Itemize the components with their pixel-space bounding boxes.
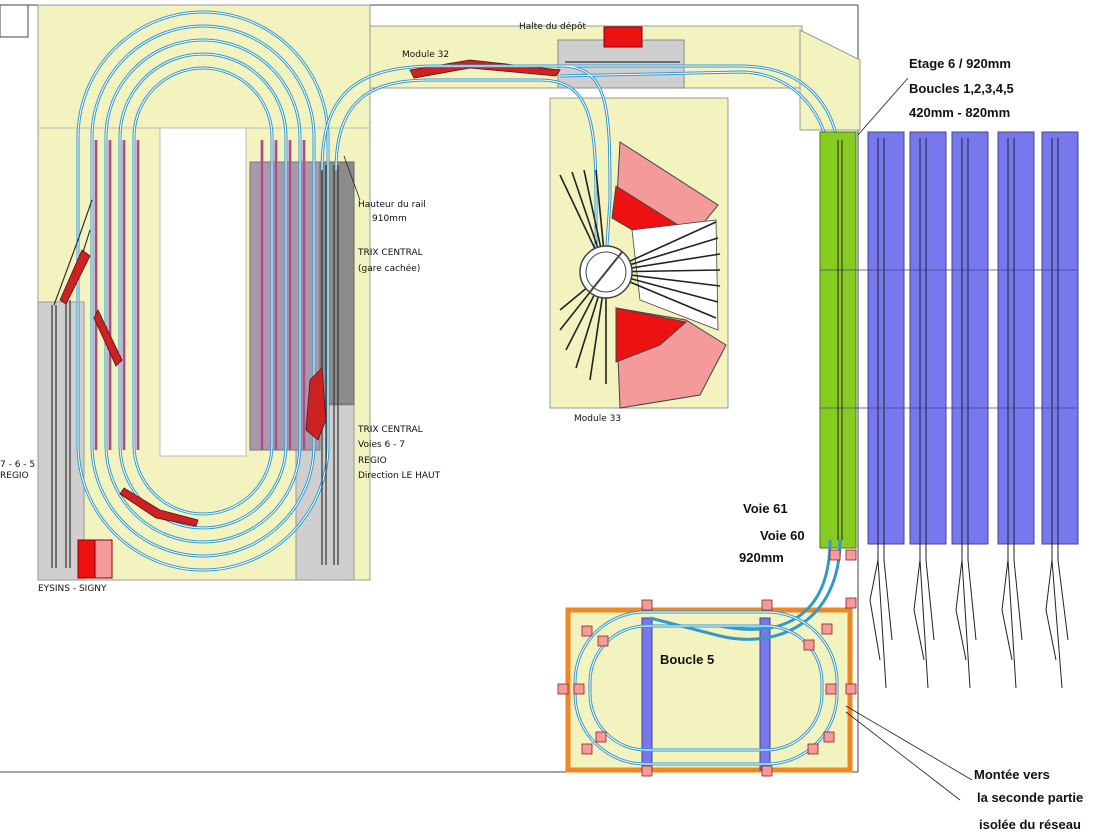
label-regio: REGIO — [358, 456, 387, 466]
label-etage: Etage 6 / 920mm — [909, 56, 1011, 71]
operator-pit — [159, 127, 247, 457]
label-left-voies: 7 - 6 - 5 — [0, 460, 36, 470]
left-station-tracks — [51, 199, 93, 568]
label-module33: Module 33 — [574, 414, 622, 424]
storage-loops — [867, 131, 1079, 545]
label-voies-6-7: Voies 6 - 7 — [358, 440, 405, 450]
label-boucle5: Boucle 5 — [660, 652, 715, 667]
main-oval-tracks — [76, 10, 330, 572]
right-station-tracks — [321, 165, 339, 565]
label-montee-3: isolée du réseau — [979, 817, 1081, 832]
depot-building — [603, 26, 643, 48]
turntable-roundhouse — [559, 141, 727, 409]
label-gare-cachee: (gare cachée) — [358, 264, 421, 274]
label-920mm: 920mm — [739, 550, 784, 565]
label-trix-central-2: TRIX CENTRAL — [358, 425, 423, 435]
label-hauteur-rail: Hauteur du rail — [358, 200, 426, 210]
label-boucles: Boucles 1,2,3,4,5 — [909, 81, 1014, 96]
leader-lines — [343, 77, 973, 801]
label-direction: Direction LE HAUT — [358, 471, 441, 481]
label-hauteur-value: 910mm — [372, 214, 407, 224]
boucle5-markers — [557, 549, 857, 777]
label-montee-2: la seconde partie — [977, 790, 1084, 805]
storage-loop-tracks — [837, 138, 1069, 689]
label-left-regio: REGIO — [0, 471, 29, 481]
label-halte-depot: Halte du dépôt — [519, 22, 586, 32]
label-module32: Module 32 — [402, 50, 450, 60]
label-hauteurs: 420mm - 820mm — [909, 105, 1011, 120]
label-voie61: Voie 61 — [743, 501, 788, 516]
label-montee-1: Montée vers — [974, 767, 1050, 782]
label-trix-central: TRIX CENTRAL — [358, 248, 423, 258]
label-eysins-signy: EYSINS - SIGNY — [38, 584, 107, 594]
label-voie60: Voie 60 — [760, 528, 805, 543]
